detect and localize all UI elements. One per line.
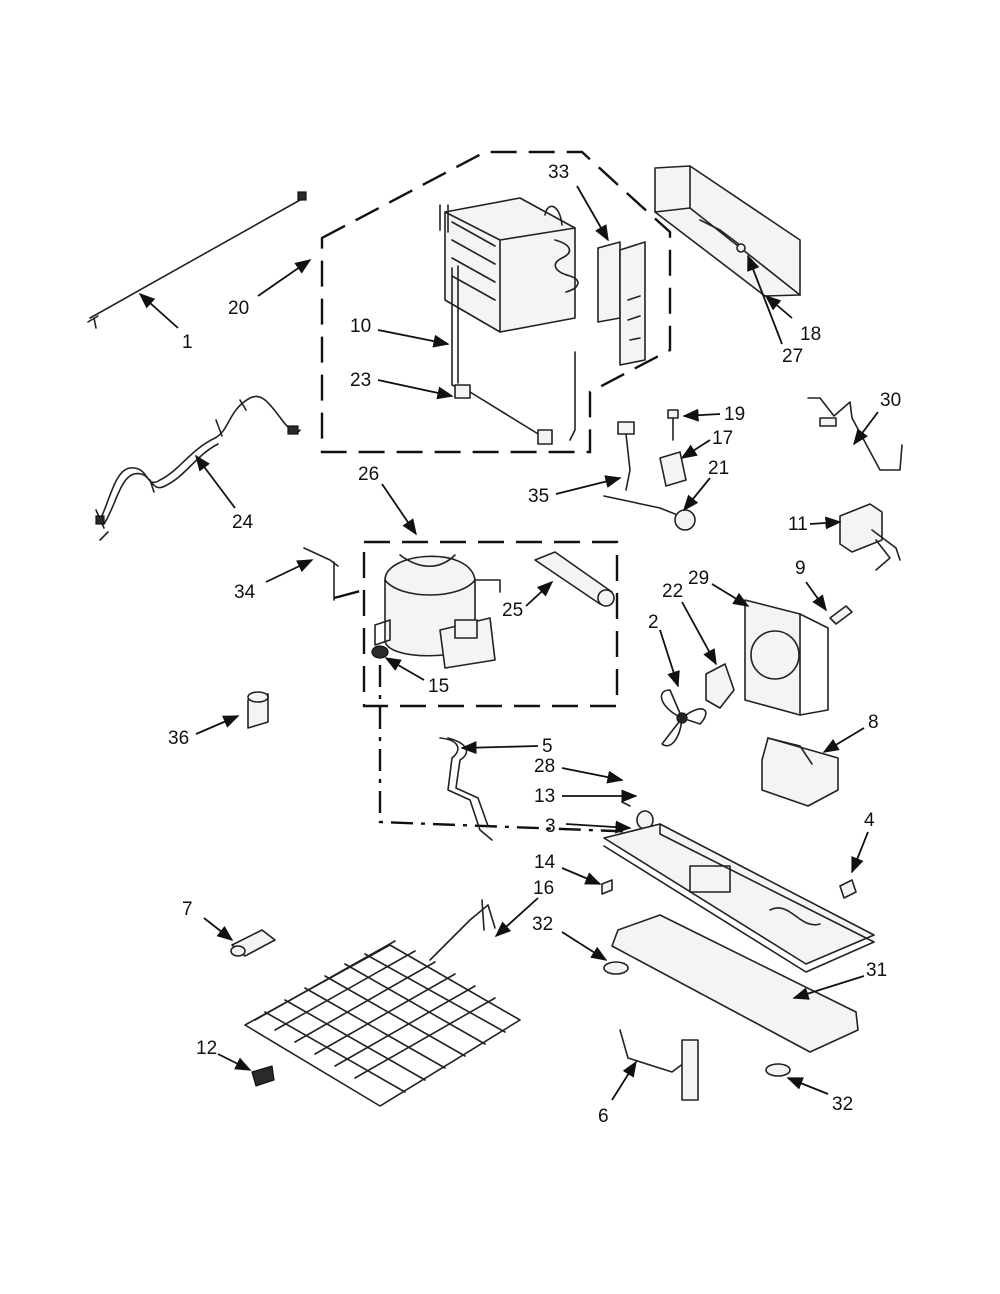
callout-14: 14	[534, 852, 556, 873]
callout-18: 18	[800, 324, 821, 345]
callout-1: 1	[182, 332, 193, 353]
part-12-clip	[251, 1065, 275, 1087]
part-6-tube	[619, 1029, 699, 1101]
part-3-base-plate	[603, 823, 875, 973]
part-19-screw	[667, 409, 679, 441]
callout-labels: 1 2 3 4 5 6 7 8 9 10 11 12 13 14 15 16 1…	[168, 162, 901, 1127]
callout-11: 11	[788, 514, 808, 535]
callout-34: 34	[234, 582, 256, 603]
part-21-heater	[603, 495, 696, 531]
callout-6: 6	[598, 1106, 609, 1127]
callout-3: 3	[545, 816, 556, 837]
part-30-tube	[807, 397, 903, 471]
part-26-compressor	[374, 554, 501, 669]
callout-5: 5	[542, 736, 553, 757]
leader-lines	[138, 185, 879, 1101]
part-7-sleeve	[230, 929, 276, 957]
part-8-base	[761, 737, 839, 807]
callout-15: 15	[428, 676, 449, 697]
callout-12: 12	[196, 1038, 217, 1059]
callout-25: 25	[502, 600, 523, 621]
callout-28: 28	[534, 756, 555, 777]
callout-29: 29	[688, 568, 709, 589]
compressor-group-boundary	[362, 540, 619, 708]
callout-8: 8	[868, 712, 879, 733]
part-34-bracket	[303, 547, 339, 601]
part-18-duct	[654, 165, 801, 297]
part-24-wiring-harness	[95, 395, 301, 541]
callout-4: 4	[864, 810, 875, 831]
callout-20: 20	[228, 298, 249, 319]
callout-16: 16	[533, 878, 554, 899]
callout-35: 35	[528, 486, 549, 507]
callout-10: 10	[350, 316, 371, 337]
part-9-shaft	[829, 605, 853, 625]
callout-2: 2	[648, 612, 659, 633]
part-29-fan-shroud	[744, 599, 829, 716]
part-1-wire	[87, 191, 307, 329]
callout-23: 23	[350, 370, 371, 391]
part-33-cover	[597, 241, 646, 366]
callout-26: 26	[358, 464, 379, 485]
part-2-fan-blade	[660, 689, 707, 747]
part-35-thermistor	[617, 421, 635, 491]
callout-13: 13	[534, 786, 555, 807]
callout-21: 21	[708, 458, 729, 479]
part-20-evaporator	[439, 197, 579, 333]
callout-27: 27	[782, 346, 803, 367]
part-16-condenser	[244, 899, 521, 1107]
callout-33: 33	[548, 162, 569, 183]
part-11-relay	[839, 503, 901, 571]
part-14-screw	[601, 879, 613, 895]
callout-30: 30	[880, 390, 901, 411]
part-32-foot-b	[765, 1063, 791, 1077]
part-28-screw	[621, 801, 631, 807]
callout-24: 24	[232, 512, 254, 533]
callout-19: 19	[724, 404, 745, 425]
callout-17: 17	[712, 428, 733, 449]
part-22-fan-motor	[705, 663, 735, 709]
evaporator-group-boundary	[320, 150, 672, 454]
part-15-grommet	[371, 645, 389, 659]
callout-9: 9	[795, 558, 806, 579]
part-23-bracket	[454, 384, 553, 445]
callout-7: 7	[182, 899, 193, 920]
callout-36: 36	[168, 728, 189, 749]
part-25-drier	[534, 551, 615, 607]
bracket-connector-line	[333, 588, 365, 600]
part-32-foot-a	[603, 961, 629, 975]
part-31-pan	[611, 914, 859, 1053]
part-17-clip	[659, 451, 687, 487]
callout-31: 31	[866, 960, 887, 981]
callout-22: 22	[662, 581, 683, 602]
part-36-cylinder	[247, 691, 269, 729]
part-4-screw	[839, 879, 857, 899]
part-27-screw	[736, 243, 746, 253]
callout-32-a: 32	[532, 914, 553, 935]
callout-32-b: 32	[832, 1094, 853, 1115]
